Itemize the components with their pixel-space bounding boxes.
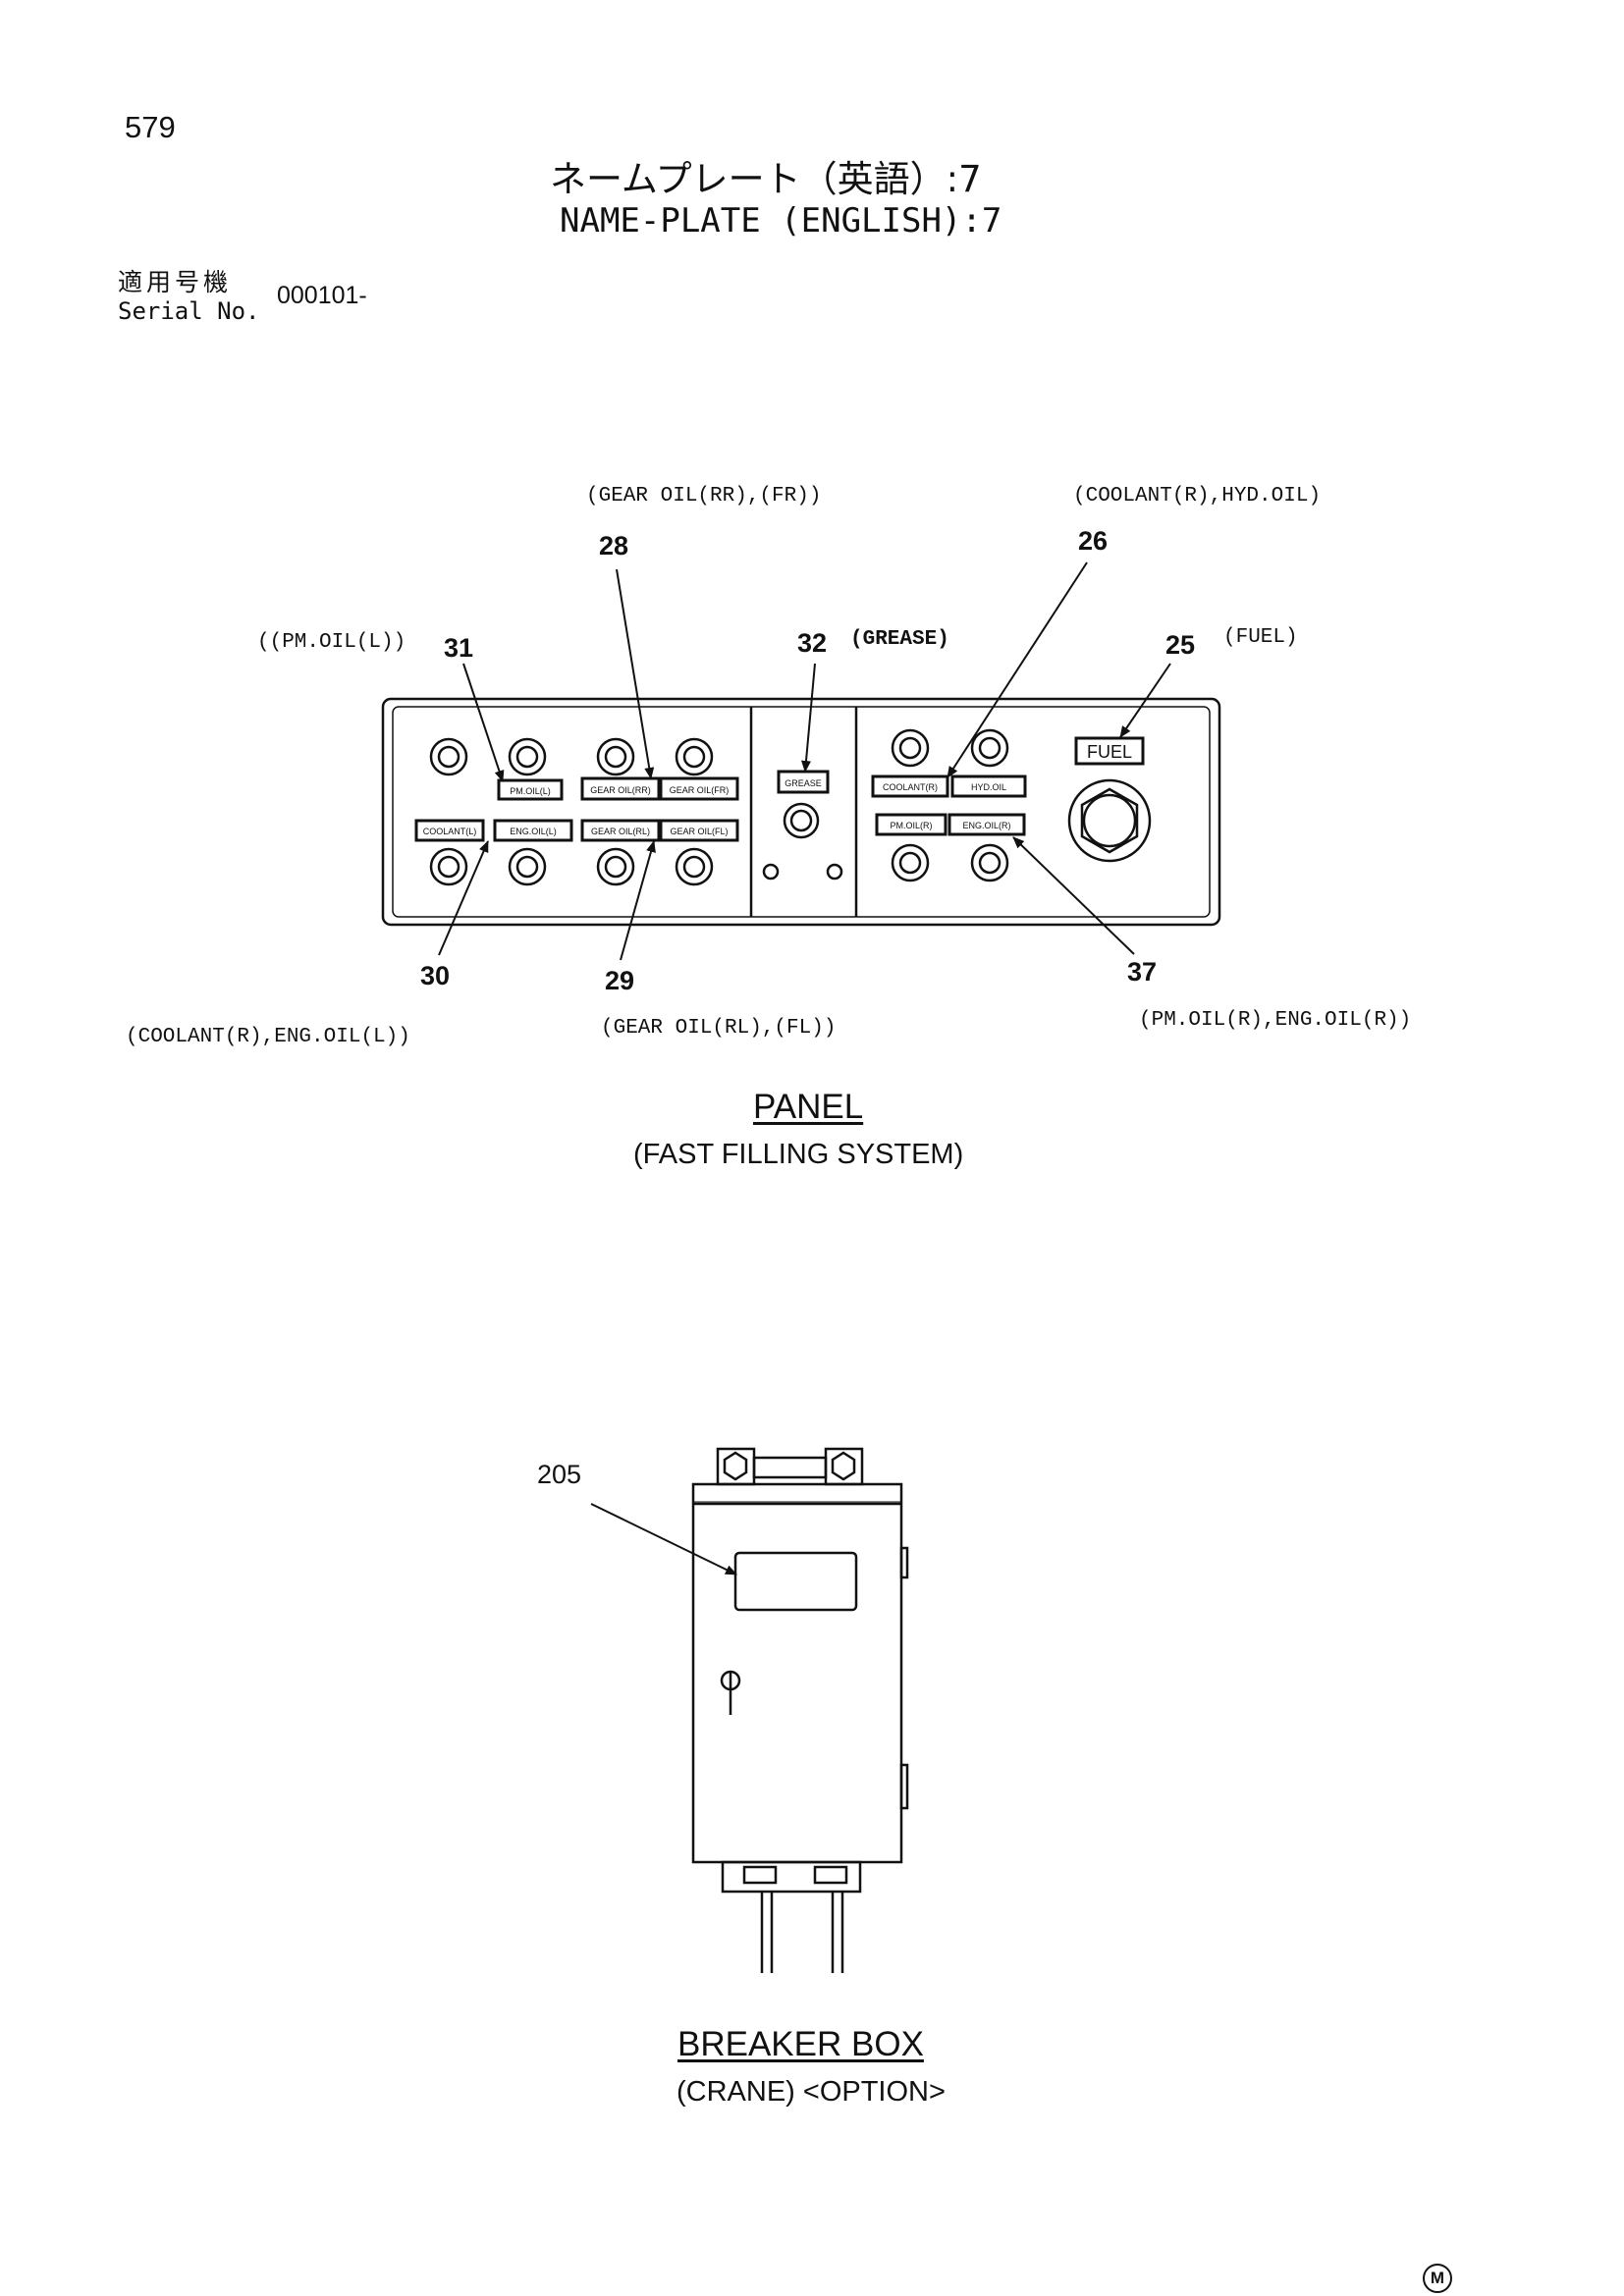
serial-label-english: Serial No. bbox=[118, 297, 260, 325]
plate-text-coolant-l: COOLANT(L) bbox=[423, 827, 477, 836]
plate-text-gear-oil-rr: GEAR OIL(RR) bbox=[590, 785, 651, 795]
title-english: NAME-PLATE (ENGLISH):7 bbox=[560, 201, 1002, 240]
plate-fuel bbox=[1074, 736, 1145, 766]
m-mark-letter: M bbox=[1430, 2269, 1445, 2287]
plate-coolant-l bbox=[414, 819, 485, 842]
plate-text-coolant-r: COOLANT(R) bbox=[883, 782, 938, 792]
breaker-subcaption: (CRANE) <OPTION> bbox=[677, 2076, 946, 2108]
plate-text-grease: GREASE bbox=[785, 778, 822, 788]
callout-number-28: 28 bbox=[599, 531, 629, 561]
leader-31 bbox=[462, 663, 505, 782]
leader-26 bbox=[947, 561, 1088, 778]
panel-outer-frame bbox=[381, 697, 1221, 927]
panel-caption: PANEL bbox=[753, 1088, 864, 1126]
plate-text-fuel: FUEL bbox=[1087, 742, 1132, 762]
plate-gear-oil-fl bbox=[659, 819, 739, 842]
leader-25 bbox=[1119, 663, 1171, 738]
callout-text-25: (FUEL) bbox=[1223, 626, 1298, 649]
plate-text-gear-oil-rl: GEAR OIL(RL) bbox=[591, 827, 650, 836]
page-number: 579 bbox=[125, 110, 176, 144]
leader-28 bbox=[616, 568, 655, 779]
plate-gear-oil-rl bbox=[580, 819, 661, 842]
plate-text-pm-oil-l: PM.OIL(L) bbox=[510, 786, 551, 796]
leader-205 bbox=[590, 1503, 737, 1575]
title-japanese: ネームプレート（英語）:7 bbox=[550, 158, 982, 200]
callout-text-26: (COOLANT(R),HYD.OIL) bbox=[1073, 485, 1322, 507]
leader-32 bbox=[801, 663, 816, 773]
callout-number-26: 26 bbox=[1078, 526, 1109, 556]
callout-number-30: 30 bbox=[420, 961, 451, 990]
callout-number-32: 32 bbox=[797, 628, 828, 658]
plate-eng-oil-r bbox=[947, 813, 1026, 836]
panel-inner-frame bbox=[392, 706, 1211, 918]
serial-value: 000101- bbox=[277, 282, 367, 309]
plate-gear-oil-fr bbox=[659, 776, 739, 801]
breaker-caption: BREAKER BOX bbox=[677, 2025, 924, 2063]
leader-29 bbox=[620, 840, 656, 961]
plate-coolant-r bbox=[871, 774, 949, 798]
plate-text-hyd-oil: HYD.OIL bbox=[971, 782, 1006, 792]
plate-hyd-oil bbox=[950, 774, 1027, 798]
callout-number-37: 37 bbox=[1127, 957, 1158, 987]
leader-37 bbox=[1012, 836, 1135, 955]
callout-number-31: 31 bbox=[444, 633, 474, 663]
panel-subcaption: (FAST FILLING SYSTEM) bbox=[633, 1139, 964, 1170]
panel-couplers bbox=[429, 728, 1152, 886]
plate-text-pm-oil-r: PM.OIL(R) bbox=[890, 821, 932, 830]
callout-number-205: 205 bbox=[537, 1460, 582, 1489]
callout-text-32: (GREASE) bbox=[850, 628, 949, 651]
callout-text-37: (PM.OIL(R),ENG.OIL(R)) bbox=[1139, 1009, 1412, 1032]
plate-pm-oil-l bbox=[497, 778, 564, 801]
callout-text-31: ((PM.OIL(L)) bbox=[257, 631, 406, 654]
plate-gear-oil-rr bbox=[580, 776, 661, 801]
callout-text-30: (COOLANT(R),ENG.OIL(L)) bbox=[126, 1026, 410, 1048]
breaker-box-drawing bbox=[691, 1447, 909, 1973]
leader-30 bbox=[438, 840, 489, 956]
serial-label-japanese: 適用号機 bbox=[118, 268, 233, 296]
plate-eng-oil-l bbox=[493, 819, 573, 842]
callout-text-28: (GEAR OIL(RR),(FR)) bbox=[586, 485, 822, 507]
callout-number-29: 29 bbox=[605, 966, 635, 995]
plate-text-gear-oil-fl: GEAR OIL(FL) bbox=[670, 827, 728, 836]
plate-text-eng-oil-r: ENG.OIL(R) bbox=[962, 821, 1010, 830]
m-mark: M bbox=[1423, 2264, 1452, 2293]
plate-text-eng-oil-l: ENG.OIL(L) bbox=[510, 827, 557, 836]
callout-number-25: 25 bbox=[1165, 630, 1196, 660]
callout-text-29: (GEAR OIL(RL),(FL)) bbox=[601, 1017, 837, 1040]
plate-text-gear-oil-fr: GEAR OIL(FR) bbox=[670, 785, 730, 795]
plate-pm-oil-r bbox=[875, 813, 947, 836]
